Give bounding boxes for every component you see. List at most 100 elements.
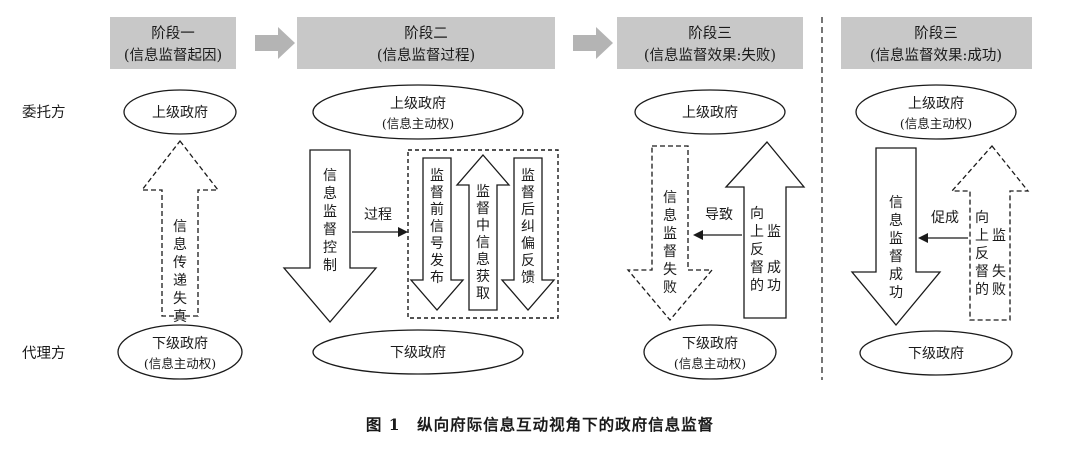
stage-2-panel: 上级政府 (信息主动权) 信 息 监 督 控 制 过程 监 督 前 信 号 发 …: [282, 84, 559, 375]
stage-2-title: 阶段二: [404, 25, 448, 42]
stage-3-fail-upward-success-arrow: [724, 141, 806, 319]
stage-1-arrow-char: 递: [173, 273, 187, 289]
stage-3-success-left-char: 督: [889, 249, 903, 265]
stage-1-header: 阶段一 (信息监督起因): [110, 17, 236, 69]
stage-3-fail-right-char: 功: [767, 278, 781, 294]
stage-2-process-arrowhead: [398, 227, 408, 237]
stage-3-success-header: 阶段三 (信息监督效果:成功): [841, 17, 1032, 69]
stage-3-success-upper-government-label: 上级政府: [908, 96, 964, 112]
stage-1-subtitle: (信息监督起因): [124, 47, 222, 64]
stage-3-fail-lower-government: [643, 324, 777, 380]
stage-1-upper-government-label: 上级政府: [152, 105, 208, 121]
stage-2-control-char: 信: [323, 168, 337, 184]
stage-1-lower-government-label: 下级政府: [152, 336, 208, 352]
stage-3-fail-left-char: 督: [663, 244, 677, 260]
stage-3-fail-panel: 上级政府 信 息 监 督 失 败 导致 向 上 反 督 的 监 成 功 下级政府…: [626, 89, 806, 380]
stage-2-mid-char: 监: [476, 184, 490, 200]
stage-3-fail-left-char: 信: [663, 190, 677, 206]
stage-1-upper-government: [123, 89, 237, 135]
stage-3-fail-cause-arrowhead: [693, 230, 703, 240]
stage-2-post-char: 纠: [521, 219, 535, 235]
stage-3-success-upper-government-sub: (信息主动权): [900, 116, 972, 131]
stage-2-mid-info-arrow: [455, 154, 511, 311]
stage-3-success-right-char: 上: [975, 228, 989, 244]
stage-3-success-upward-failure-arrow: [950, 144, 1030, 321]
stage-1-arrow-char: 息: [173, 236, 187, 253]
stage-2-mid-char: 中: [476, 218, 490, 234]
stage-2-lower-government: [312, 329, 524, 375]
stage-1-info-distortion-arrow: [140, 139, 220, 317]
stage-1-panel: 上级政府 信 息 传 递 失 真 下级政府 (信息主动权): [117, 89, 243, 380]
stage-2-process-label: 过程: [364, 207, 392, 223]
stage-3-fail-right-char: 成: [767, 260, 781, 276]
stage-3-success-right-char: 督: [975, 264, 989, 280]
stage-3-fail-right-char: 监: [767, 224, 781, 240]
stage-2-lower-government-label: 下级政府: [390, 345, 446, 361]
stage-3-success-panel: 上级政府 (信息主动权) 信 息 监 督 成 功 促成 向 上 反 督 的 监 …: [850, 84, 1030, 376]
stage-2-upper-government: [312, 84, 524, 140]
stage-3-success-cause-arrowhead: [918, 233, 928, 243]
stage-2-control-char: 督: [323, 222, 337, 238]
stage-2-pre-char: 前: [430, 201, 444, 218]
stage-2-mid-char: 息: [476, 251, 490, 268]
stage-3-success-right-char: 败: [992, 282, 1006, 298]
stage-3-fail-right-char: 的: [750, 278, 764, 294]
stage-3-success-lower-government-label: 下级政府: [908, 346, 964, 362]
stage-2-pre-char: 号: [430, 236, 444, 252]
stage-1-arrow-char: 信: [173, 219, 187, 235]
stage-2-control-char: 息: [323, 185, 337, 202]
stage-2-pre-char: 信: [430, 219, 444, 235]
stage-3-fail-lower-government-label: 下级政府: [682, 336, 738, 352]
stage-3-fail-cause-label: 导致: [705, 207, 733, 223]
stage-2-post-char: 监: [521, 168, 535, 184]
stage-2-pre-char: 督: [430, 185, 444, 201]
stage-3-success-left-char: 成: [889, 267, 903, 283]
stage-3-success-left-char: 信: [889, 195, 903, 211]
stage-3-success-lower-government: [859, 330, 1013, 376]
stage-2-post-char: 督: [521, 185, 535, 201]
stage-2-upper-government-sub: (信息主动权): [382, 116, 454, 131]
stage-2-process-box: [407, 149, 559, 319]
stage-3-fail-left-char: 败: [663, 280, 677, 296]
stage-3-fail-upper-government-label: 上级政府: [682, 105, 738, 121]
stage-3-success-left-char: 监: [889, 231, 903, 247]
stage-2-post-char: 偏: [521, 236, 535, 252]
stage-2-post-char: 后: [521, 202, 535, 218]
stage-3-success-left-char: 息: [889, 212, 903, 229]
stage-progress-arrow-2: [573, 27, 613, 59]
stage-2-upper-government-label: 上级政府: [390, 96, 446, 112]
stage-3-fail-subtitle: (信息监督效果:失败): [644, 47, 776, 64]
stage-3-fail-left-char: 监: [663, 226, 677, 242]
stage-2-mid-char: 督: [476, 201, 490, 217]
stage-2-header: 阶段二 (信息监督过程): [297, 17, 555, 69]
stage-2-mid-char: 获: [476, 269, 490, 285]
stage-2-pre-signal-arrow: [409, 157, 465, 311]
stage-3-fail-right-char: 反: [750, 242, 764, 258]
stage-2-pre-char: 监: [430, 168, 444, 184]
stage-2-mid-char: 信: [476, 235, 490, 251]
stage-1-title: 阶段一: [151, 25, 195, 42]
stage-1-lower-government-sub: (信息主动权): [144, 356, 216, 371]
stage-3-success-right-char: 反: [975, 246, 989, 262]
stage-1-arrow-char: 传: [173, 255, 187, 271]
stage-3-success-upper-government: [855, 84, 1017, 140]
stage-3-success-supervision-arrow: [850, 147, 942, 327]
stage-3-success-right-char: 的: [975, 282, 989, 298]
stage-2-post-char: 反: [521, 253, 535, 269]
stage-1-arrow-char: 失: [173, 291, 187, 307]
stage-2-control-char: 制: [323, 258, 337, 274]
stage-2-pre-char: 布: [430, 270, 444, 286]
stage-3-success-right-char: 向: [975, 210, 989, 226]
stage-3-success-title: 阶段三: [914, 25, 958, 42]
stage-3-success-subtitle: (信息监督效果:成功): [870, 47, 1002, 64]
figure-caption: 图 1 纵向府际信息互动视角下的政府信息监督: [366, 415, 714, 434]
principal-label: 委托方: [22, 104, 66, 121]
stage-3-fail-right-char: 上: [750, 224, 764, 240]
stage-progress-arrow-1: [255, 27, 295, 59]
stage-3-fail-header: 阶段三 (信息监督效果:失败): [617, 17, 803, 69]
stage-3-fail-right-char: 向: [750, 206, 764, 222]
stage-3-success-right-char: 监: [992, 228, 1006, 244]
stage-2-pre-char: 发: [430, 253, 444, 269]
stage-3-success-cause-label: 促成: [931, 210, 959, 226]
